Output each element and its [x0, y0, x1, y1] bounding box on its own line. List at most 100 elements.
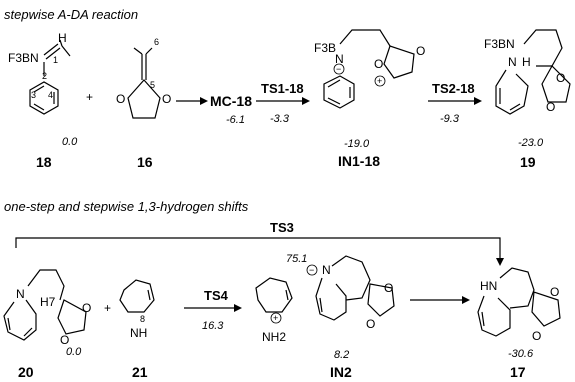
atom-o2-16: O — [162, 92, 171, 106]
exo-methylene-16 — [133, 47, 153, 80]
ring-protonated — [255, 277, 293, 313]
positive-charge-nh2 — [270, 312, 282, 324]
structure-20: N H7 O O 0.0 20 — [3, 269, 91, 380]
arrowhead-ts4 — [234, 304, 242, 312]
atom-o1-19: O — [556, 71, 565, 85]
atom-o1-20: O — [82, 301, 91, 315]
negative-charge-in1 — [333, 63, 345, 75]
phenyl-ring-in1 — [323, 75, 355, 109]
dioxolane-in2 — [367, 283, 395, 317]
arrowhead-ts2-18 — [474, 97, 482, 105]
label-18: 18 — [36, 154, 52, 170]
label-21: 21 — [132, 364, 148, 380]
atom-h7-20: H7 — [40, 295, 56, 309]
structure-19: F3BN N H O O -23.0 19 — [484, 29, 571, 170]
plus-nh2: + — [273, 313, 278, 323]
energy-18: 0.0 — [62, 136, 78, 148]
atom-o1-in2: O — [384, 281, 393, 295]
structure-17: HN O O -30.6 17 — [477, 267, 561, 380]
section-title-hydrogen-shifts: one-step and stepwise 1,3-hydrogen shift… — [4, 199, 249, 214]
locant-4: 4 — [48, 90, 53, 100]
label-20: 20 — [18, 364, 34, 380]
label-in2: IN2 — [330, 364, 352, 380]
arrowhead-ts1-18 — [302, 97, 310, 105]
atom-f3bn-19: F3BN — [484, 37, 515, 51]
structure-in1-18: F3B N − O O + -19.0 IN1-18 — [314, 29, 425, 169]
ring-19-top — [523, 29, 563, 67]
minus-in1: − — [336, 64, 341, 74]
label-16: 16 — [137, 154, 153, 170]
atom-n-in1: N — [335, 52, 344, 66]
locant-5: 5 — [150, 80, 155, 90]
minus-in2: − — [309, 265, 314, 275]
atom-o2-17: O — [532, 329, 541, 343]
atom-n-20: N — [16, 287, 25, 301]
atom-o1-16: O — [116, 92, 125, 106]
energy-ts3: 75.1 — [286, 253, 307, 265]
energy-in2: 8.2 — [334, 349, 349, 361]
negative-charge-in2 — [306, 264, 318, 276]
label-in1-18: IN1-18 — [338, 153, 380, 169]
label-ts2-18: TS2-18 — [432, 81, 475, 96]
energy-in1-18: -19.0 — [344, 138, 370, 150]
plus-sign-top: + — [86, 90, 93, 104]
structure-protonated-21: + NH2 — [255, 277, 293, 344]
dioxolanium-ring-in1 — [383, 45, 415, 79]
chain-in1 — [339, 29, 391, 47]
atom-o1-in1: O — [416, 44, 425, 58]
atom-f3bn-18: F3BN — [8, 51, 39, 65]
energy-ts2-18: -9.3 — [440, 113, 460, 125]
atom-hn-17: HN — [480, 279, 497, 293]
atom-o2-in2: O — [366, 317, 375, 331]
energy-20: 0.0 — [66, 346, 82, 358]
locant-6: 6 — [154, 37, 159, 47]
atom-o2-19: O — [546, 100, 555, 114]
bicyclic-20 — [3, 269, 65, 341]
label-ts1-18: TS1-18 — [261, 81, 304, 96]
energy-19: -23.0 — [518, 137, 544, 149]
atom-nh2: NH2 — [262, 330, 286, 344]
atom-n-in2: N — [322, 263, 331, 277]
plus-in1: + — [377, 76, 382, 86]
bonds-18 — [43, 39, 71, 76]
atom-o1-17: O — [550, 285, 559, 299]
atom-h-19: H — [522, 55, 531, 69]
structure-16: 6 5 O O 16 — [116, 37, 171, 170]
ring-19-left — [495, 69, 529, 115]
section-title-stepwise-ada: stepwise A-DA reaction — [4, 7, 138, 22]
label-19: 19 — [520, 154, 536, 170]
phenyl-ring-18 — [29, 81, 59, 115]
energy-ts4: 16.3 — [202, 320, 224, 332]
plus-sign-bottom: + — [104, 301, 111, 315]
label-17: 17 — [510, 364, 526, 380]
structure-18: F3BN 1 2 3 4 H 0.0 18 — [8, 31, 78, 170]
structure-21: 8 NH 21 — [119, 279, 155, 380]
structure-in2: − N O O 8.2 IN2 — [306, 255, 395, 380]
dioxolane-20 — [57, 299, 87, 335]
label-ts3: TS3 — [270, 220, 294, 235]
atom-o2-20: O — [60, 333, 69, 347]
energy-mc-18: -6.1 — [226, 114, 245, 126]
locant-8: 8 — [140, 314, 145, 324]
ring-21 — [119, 279, 155, 313]
bicyclic-in2 — [315, 255, 371, 321]
atom-o2-in1: O — [374, 57, 383, 71]
arrowhead-ts3 — [496, 258, 504, 266]
bicyclic-17 — [477, 267, 535, 337]
atom-h-18: H — [58, 31, 67, 45]
positive-charge-in1 — [374, 75, 386, 87]
dioxolane-17 — [531, 291, 561, 327]
dioxolane-ring-16 — [127, 79, 161, 119]
atom-n-19: N — [508, 55, 517, 69]
locant-3: 3 — [31, 90, 36, 100]
bracket-ts3 — [15, 237, 501, 258]
energy-17: -30.6 — [508, 348, 534, 360]
energy-ts1-18: -3.3 — [270, 113, 290, 125]
label-ts4: TS4 — [204, 288, 229, 303]
label-mc-18: MC-18 — [210, 93, 252, 109]
atom-nh-21: NH — [130, 326, 147, 340]
arrowhead-mc18 — [200, 97, 208, 105]
dioxolane-19 — [541, 65, 571, 103]
locant-1: 1 — [53, 55, 58, 65]
